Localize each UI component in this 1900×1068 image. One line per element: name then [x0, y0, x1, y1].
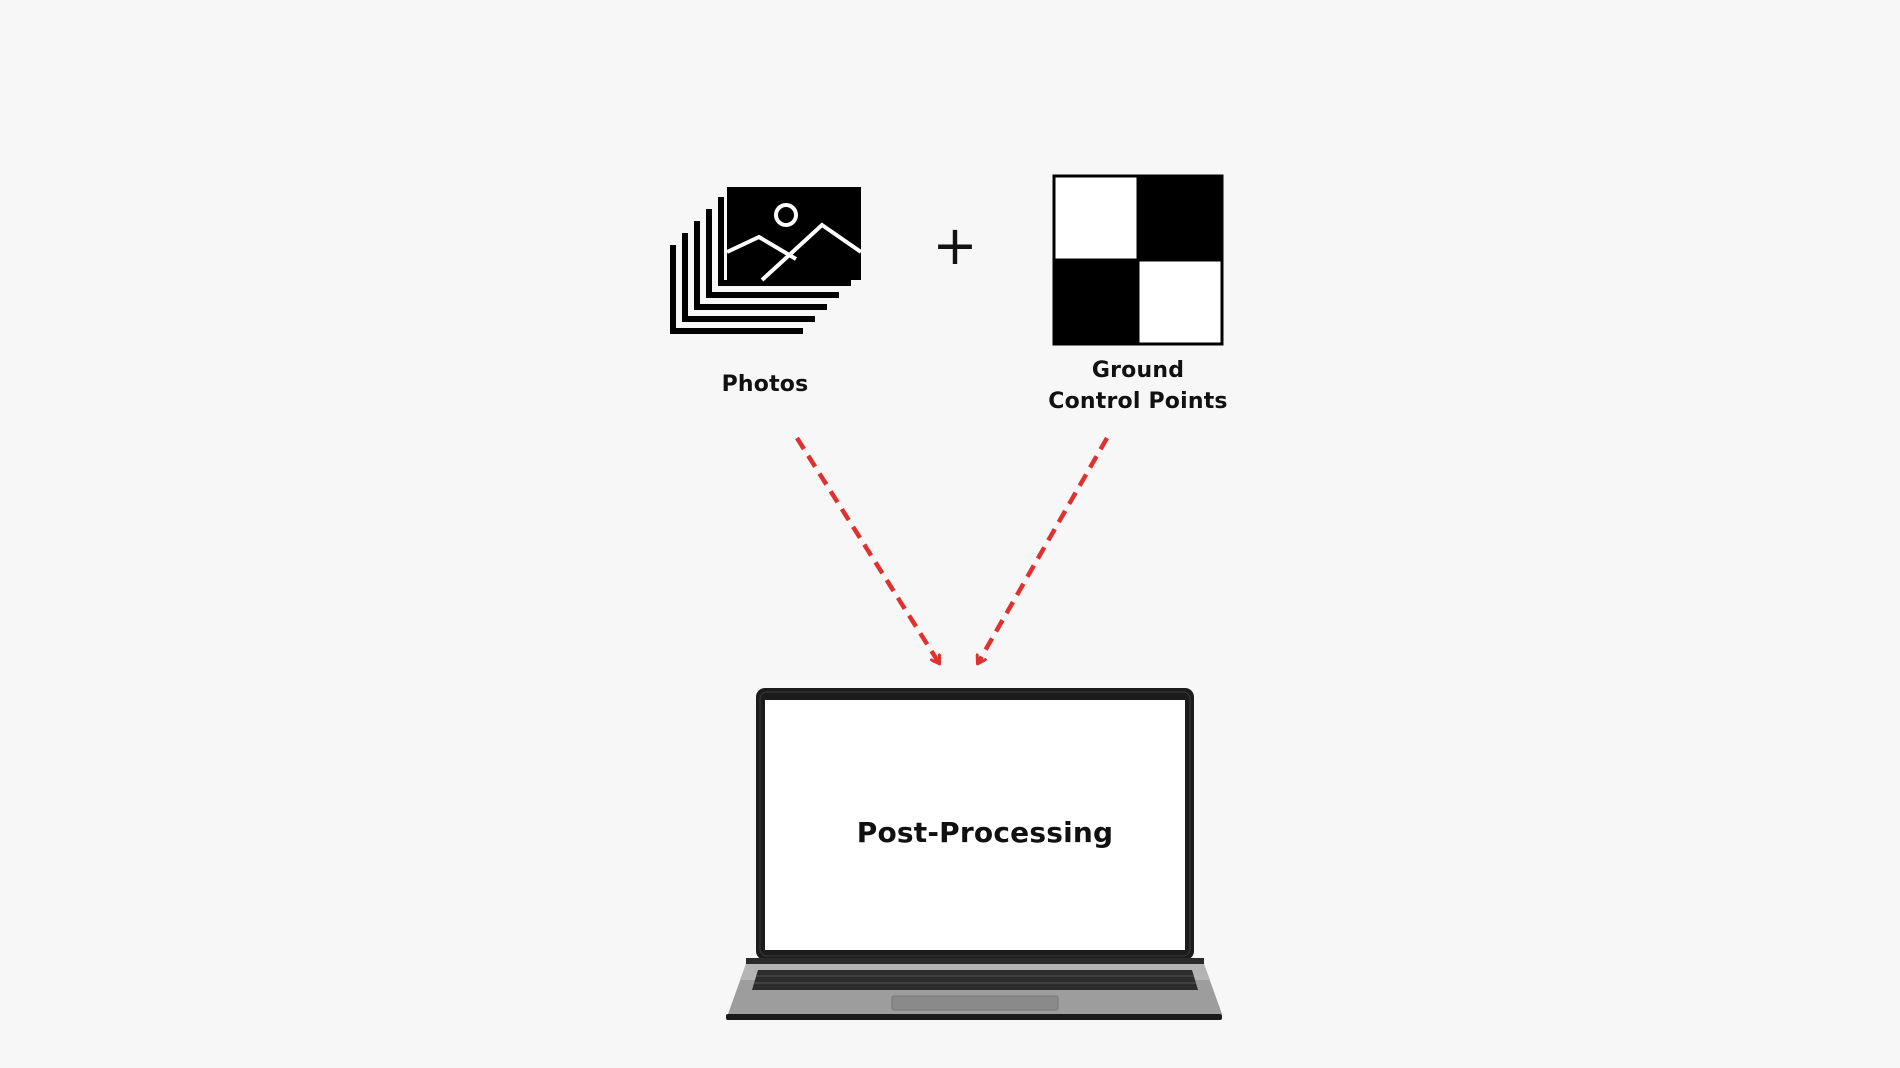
checkerboard-target-icon: [1052, 174, 1224, 346]
ground-control-points-label-line1: Ground: [1091, 358, 1185, 383]
photo-stack-icon: [670, 187, 863, 334]
arrow-photos-to-laptop: [795, 436, 939, 663]
laptop-icon: [726, 688, 1222, 1020]
ground-control-points-label: Ground Control Points: [1008, 355, 1268, 417]
photos-label: Photos: [721, 372, 809, 397]
arrow-gcp-to-laptop: [978, 436, 1109, 663]
post-processing-label: Post-Processing: [856, 816, 1114, 849]
ground-control-points-label-line2: Control Points: [1048, 389, 1228, 414]
plus-operator: +: [932, 214, 977, 277]
